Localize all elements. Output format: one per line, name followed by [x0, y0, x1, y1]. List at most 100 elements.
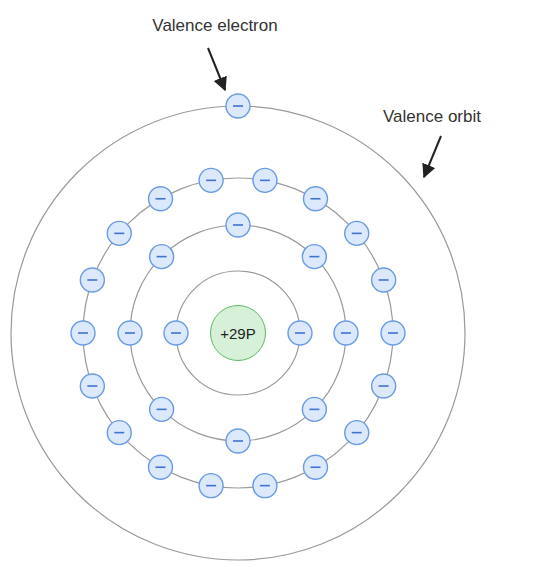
electron	[149, 455, 173, 479]
minus-sign	[379, 279, 389, 281]
valence-orbit	[11, 106, 465, 560]
electron	[334, 321, 358, 345]
minus-sign	[309, 409, 319, 411]
minus-sign	[388, 332, 398, 334]
electron	[149, 187, 173, 211]
electron-circle	[345, 421, 369, 445]
minus-sign	[171, 332, 181, 334]
electron-circle	[199, 168, 223, 192]
minus-sign	[260, 485, 270, 487]
electron	[381, 321, 405, 345]
electron-circle	[107, 421, 131, 445]
electron	[226, 213, 250, 237]
minus-sign	[156, 466, 166, 468]
electron-circle	[372, 268, 396, 292]
minus-sign	[341, 332, 351, 334]
electron-circle	[226, 213, 250, 237]
electron	[302, 245, 326, 269]
nucleus-circle: +29P	[210, 305, 266, 361]
electron	[226, 429, 250, 453]
electron	[372, 374, 396, 398]
electron	[71, 321, 95, 345]
minus-sign	[206, 180, 216, 182]
minus-sign	[87, 385, 97, 387]
minus-sign	[352, 233, 362, 235]
electron-circle	[150, 397, 174, 421]
electron	[288, 321, 312, 345]
electron-circle	[302, 397, 326, 421]
minus-sign	[295, 332, 305, 334]
electron	[80, 268, 104, 292]
minus-sign	[379, 385, 389, 387]
minus-sign	[309, 256, 319, 258]
electron	[226, 94, 250, 118]
electron	[118, 321, 142, 345]
electron-circle	[302, 245, 326, 269]
electron	[253, 168, 277, 192]
minus-sign	[157, 409, 167, 411]
electron-group	[71, 94, 405, 498]
electron	[199, 168, 223, 192]
electron-circle	[118, 321, 142, 345]
nucleus-label: +29P	[220, 325, 255, 342]
electron-circle	[71, 321, 95, 345]
electron-circle	[149, 187, 173, 211]
electron-circle	[226, 94, 250, 118]
electron	[199, 474, 223, 498]
minus-sign	[87, 279, 97, 281]
minus-sign	[114, 233, 124, 235]
leader-arrow	[208, 48, 225, 90]
minus-sign	[233, 224, 243, 226]
minus-sign	[156, 198, 166, 200]
electron	[150, 397, 174, 421]
minus-sign	[206, 485, 216, 487]
electron-circle	[253, 168, 277, 192]
minus-sign	[352, 432, 362, 434]
leader-arrow	[424, 136, 441, 177]
electron	[80, 374, 104, 398]
electron-circle	[107, 221, 131, 245]
valence-orbit-label: Valence orbit	[383, 107, 481, 127]
minus-sign	[260, 180, 270, 182]
minus-sign	[78, 332, 88, 334]
electron	[304, 187, 328, 211]
electron-circle	[304, 187, 328, 211]
electron-circle	[381, 321, 405, 345]
minus-sign	[311, 466, 321, 468]
electron-circle	[80, 268, 104, 292]
electron-circle	[150, 245, 174, 269]
electron-circle	[253, 474, 277, 498]
shell-orbit	[176, 271, 300, 395]
minus-sign	[114, 432, 124, 434]
minus-sign	[233, 440, 243, 442]
electron-circle	[288, 321, 312, 345]
electron	[253, 474, 277, 498]
shell-orbit	[130, 225, 346, 441]
electron	[107, 421, 131, 445]
minus-sign	[125, 332, 135, 334]
electron	[345, 221, 369, 245]
shell-orbit	[83, 178, 393, 488]
minus-sign	[311, 198, 321, 200]
electron	[304, 455, 328, 479]
minus-sign	[157, 256, 167, 258]
electron	[302, 397, 326, 421]
electron-circle	[334, 321, 358, 345]
electron-circle	[149, 455, 173, 479]
electron	[345, 421, 369, 445]
electron-circle	[80, 374, 104, 398]
electron-circle	[372, 374, 396, 398]
valence-electron-label: Valence electron	[152, 16, 277, 36]
electron	[107, 221, 131, 245]
electron-circle	[164, 321, 188, 345]
minus-sign	[233, 105, 243, 107]
electron-circle	[345, 221, 369, 245]
orbit-group	[11, 106, 465, 560]
electron	[150, 245, 174, 269]
electron-circle	[304, 455, 328, 479]
electron	[372, 268, 396, 292]
electron-circle	[226, 429, 250, 453]
electron	[164, 321, 188, 345]
